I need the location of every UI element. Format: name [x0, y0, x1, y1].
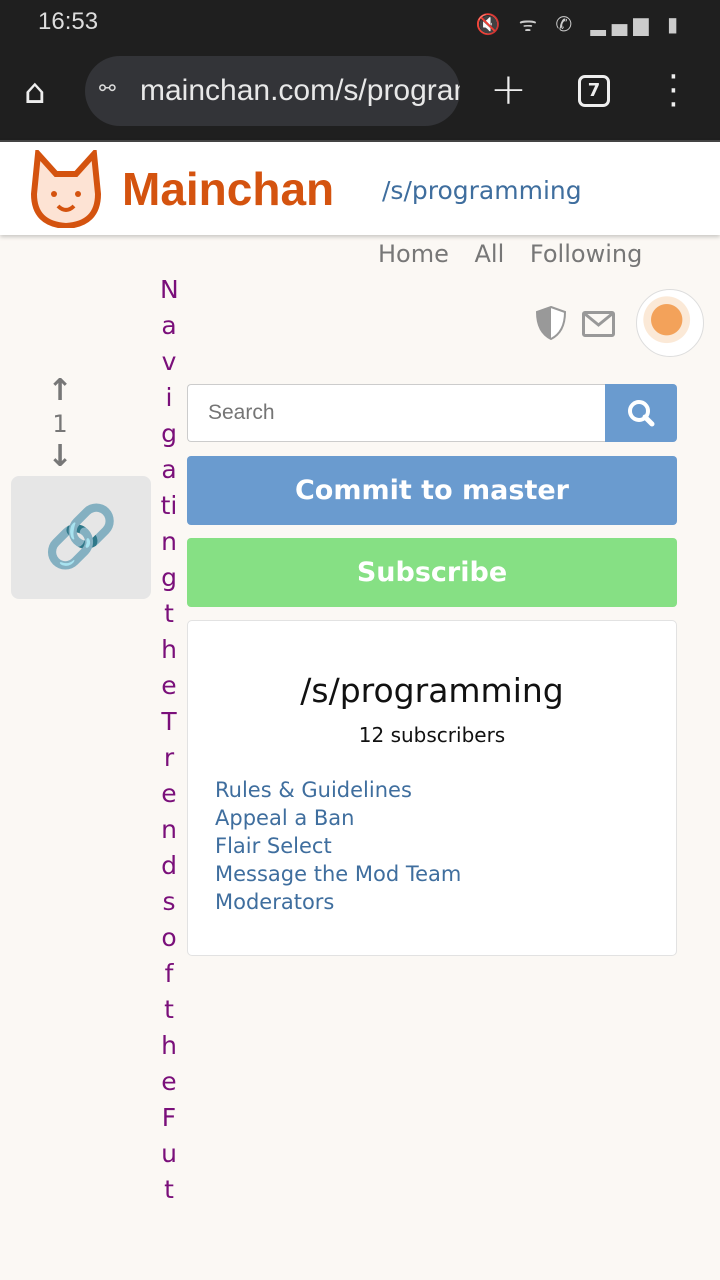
- new-tab-icon[interactable]: +: [490, 64, 527, 115]
- address-bar[interactable]: ⚯ mainchan.com/s/programming: [85, 56, 460, 126]
- site-settings-icon[interactable]: ⚯: [99, 78, 116, 100]
- community-title: /s/programming: [300, 671, 564, 710]
- link-thumbnail[interactable]: 🔗: [11, 476, 151, 599]
- score: 1: [52, 410, 68, 438]
- search-input[interactable]: [187, 384, 607, 442]
- tab-switcher-button[interactable]: 7: [578, 75, 610, 107]
- link-flair-select[interactable]: Flair Select: [215, 834, 332, 858]
- status-icons: 🔇 ᯤ ✆ ▂▄▆ ▮: [475, 12, 684, 36]
- link-message-mods[interactable]: Message the Mod Team: [215, 862, 462, 886]
- link-rules[interactable]: Rules & Guidelines: [215, 778, 412, 802]
- subchan-link[interactable]: /s/programming: [382, 176, 582, 205]
- community-links: Rules & Guidelines Appeal a Ban Flair Se…: [215, 776, 461, 916]
- search-button[interactable]: [605, 384, 677, 442]
- search-icon: [628, 400, 655, 427]
- community-info-card: /s/programming 12 subscribers Rules & Gu…: [187, 620, 677, 956]
- user-avatar[interactable]: [636, 289, 704, 357]
- vote-controls: ↑ 1 ↓: [40, 376, 80, 472]
- commit-to-master-button[interactable]: Commit to master: [187, 456, 677, 525]
- mainchan-logo[interactable]: [30, 150, 102, 228]
- brand-name[interactable]: Mainchan: [122, 163, 335, 215]
- upvote-icon[interactable]: ↑: [47, 373, 73, 408]
- shield-icon[interactable]: [536, 306, 566, 340]
- nav-following[interactable]: Following: [529, 240, 643, 268]
- nav-all[interactable]: All: [474, 240, 505, 268]
- downvote-icon[interactable]: ↓: [47, 439, 73, 474]
- main-nav: Home All Following: [378, 240, 660, 268]
- nav-home[interactable]: Home: [378, 240, 449, 268]
- site-header: Mainchan /s/programming: [0, 140, 720, 235]
- link-icon: 🔗: [43, 502, 119, 572]
- subscriber-count: 12 subscribers: [358, 723, 506, 747]
- clock: 16:53: [38, 8, 99, 35]
- link-moderators[interactable]: Moderators: [215, 890, 335, 914]
- menu-icon[interactable]: ···: [668, 57, 679, 125]
- browser-toolbar: ⌂ ⚯ mainchan.com/s/programming + 7 ···: [0, 46, 720, 140]
- mail-icon[interactable]: [582, 311, 615, 337]
- link-appeal-ban[interactable]: Appeal a Ban: [215, 806, 355, 830]
- status-bar: 16:53 🔇 ᯤ ✆ ▂▄▆ ▮: [0, 0, 720, 46]
- subscribe-button[interactable]: Subscribe: [187, 538, 677, 607]
- post-title[interactable]: Navigating the Trends of the Fut: [160, 275, 179, 1204]
- home-icon[interactable]: ⌂: [24, 72, 46, 112]
- url-text: mainchan.com/s/programming: [140, 74, 460, 107]
